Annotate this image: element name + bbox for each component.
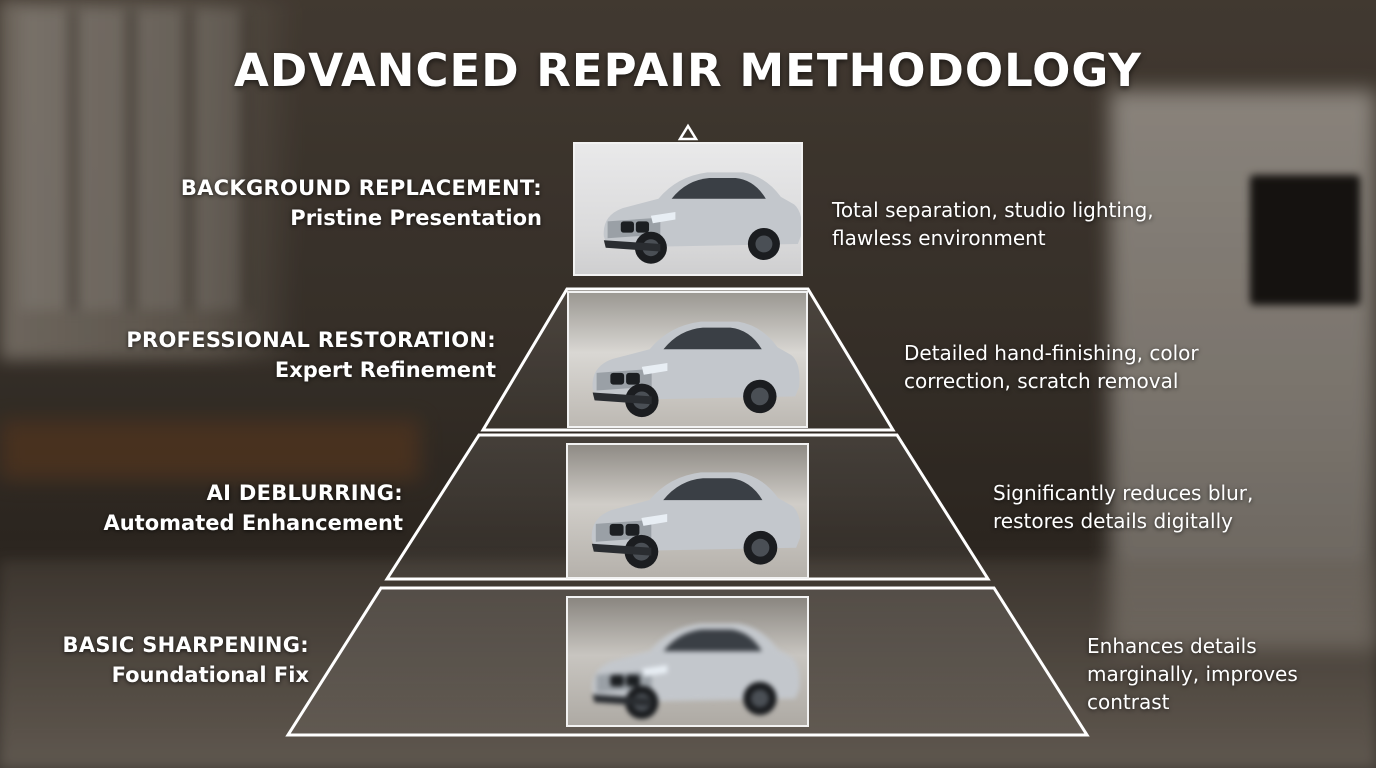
tier-heading: AI DEBLURRING: [206,481,403,505]
tier-subheading: Foundational Fix [111,663,309,687]
tier-description-ai-deblurring: Significantly reduces blur, restores det… [993,481,1254,533]
tier-heading: PROFESSIONAL RESTORATION: [126,328,496,352]
tier-subheading: Automated Enhancement [103,511,403,535]
car-photo-garage-enhanced [566,443,809,579]
car-icon [572,600,809,727]
tier-description-background-replacement: Total separation, studio lighting, flawl… [832,198,1154,250]
tier-label-basic-sharpening: BASIC SHARPENING: Foundational Fix [20,630,309,690]
tier-label-professional-restoration: PROFESSIONAL RESTORATION: Expert Refinem… [60,325,496,385]
tier-label-ai-deblurring: AI DEBLURRING: Automated Enhancement [60,478,403,538]
car-icon [572,448,809,578]
page-title: ADVANCED REPAIR METHODOLOGY [234,44,1142,97]
tier-subheading: Pristine Presentation [290,206,542,230]
tier-description-basic-sharpening: Enhances details marginally, improves co… [1087,634,1298,714]
car-icon [573,297,808,427]
car-icon [585,146,803,276]
car-photo-blurry [566,596,809,727]
car-photo-garage-sharp [567,291,808,428]
car-photo-studio [573,142,803,276]
tier-description-professional-restoration: Detailed hand-finishing, color correctio… [904,341,1199,393]
pyramid-apex [677,123,699,141]
tier-subheading: Expert Refinement [274,358,496,382]
tier-label-background-replacement: BACKGROUND REPLACEMENT: Pristine Present… [100,173,542,233]
tier-heading: BASIC SHARPENING: [62,633,309,657]
tier-heading: BACKGROUND REPLACEMENT: [180,176,542,200]
